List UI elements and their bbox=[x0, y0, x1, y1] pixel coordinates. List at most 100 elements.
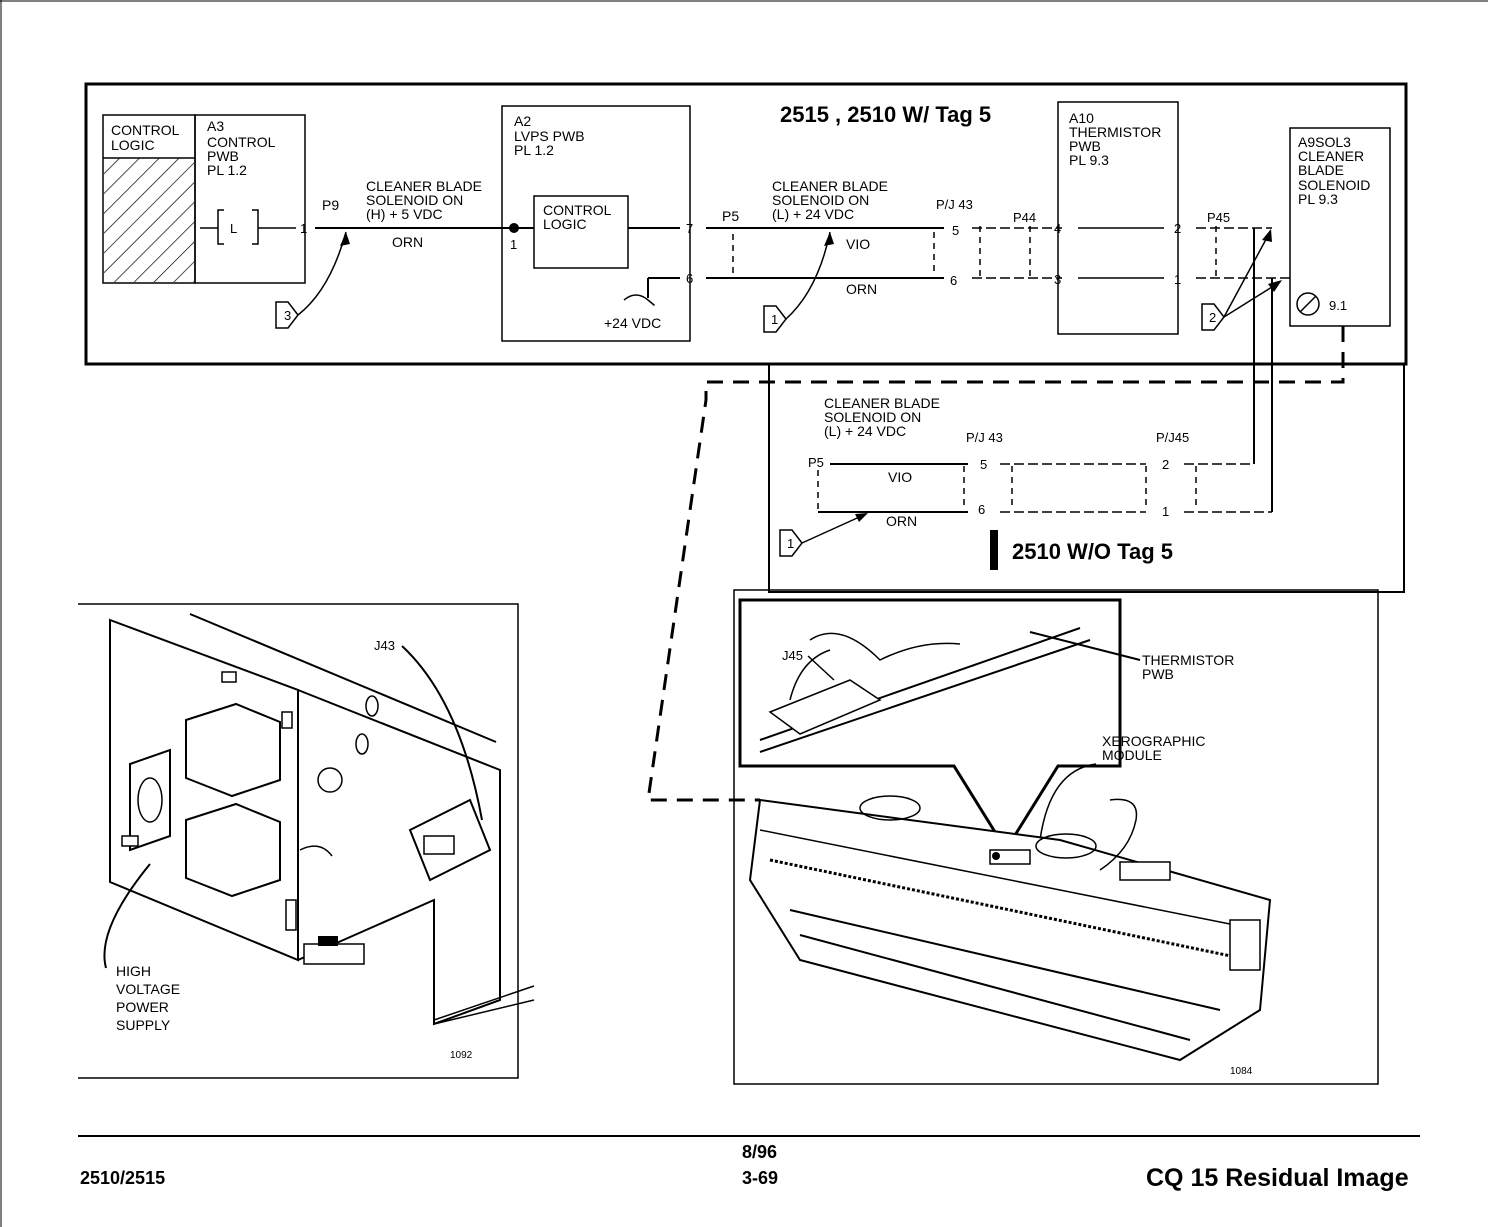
module-bracket bbox=[1119, 861, 1171, 881]
module-label-2: MODULE bbox=[1102, 747, 1162, 763]
a2-pin-7: 7 bbox=[686, 221, 693, 236]
a10-label-2: THERMISTOR bbox=[1069, 124, 1161, 140]
callout-3-arrowhead bbox=[340, 232, 350, 246]
callout-1-leader-lower bbox=[801, 513, 867, 544]
inset-rail-2 bbox=[759, 639, 1091, 753]
a9-screw-icon bbox=[1296, 292, 1320, 316]
inset-j45-connector bbox=[768, 679, 882, 735]
lower-pj45-pin-2: 2 bbox=[1162, 457, 1169, 472]
callout-1-flag-top bbox=[763, 305, 787, 333]
thermistor-label-2: PWB bbox=[1142, 666, 1174, 682]
a3-control-pwb bbox=[194, 114, 306, 284]
cable-curve bbox=[299, 845, 333, 857]
callout-2-leader-b bbox=[1223, 281, 1281, 318]
a10-label-1: A10 bbox=[1069, 110, 1094, 126]
hvps-capacitor bbox=[137, 777, 163, 823]
callout-1-arrowhead-lower bbox=[855, 513, 868, 522]
a2-control-logic-block bbox=[533, 195, 629, 269]
module-body bbox=[748, 798, 1272, 1062]
lower-title-bar bbox=[990, 530, 998, 570]
inset-wire-2 bbox=[789, 649, 831, 701]
lower-p5-label: P5 bbox=[808, 455, 824, 470]
thermistor-label-1: THERMISTOR bbox=[1142, 652, 1234, 668]
lower-signal-label-1: CLEANER BLADE bbox=[824, 395, 940, 411]
module-cable bbox=[1099, 798, 1138, 871]
a2-logic-label-1: CONTROL bbox=[543, 202, 612, 218]
control-logic-label-1: CONTROL bbox=[111, 122, 180, 138]
footer-title: CQ 15 Residual Image bbox=[1146, 1164, 1409, 1192]
p44-label: P44 bbox=[1013, 210, 1036, 225]
lower-signal-label-3: (L) + 24 VDC bbox=[824, 423, 906, 439]
xerographic-module-figure: J45 THERMISTOR PWB XEROGRAPHIC MODULE 10… bbox=[733, 589, 1379, 1085]
callout-2-leader-a bbox=[1223, 231, 1271, 318]
a2-24v-source-symbol bbox=[623, 294, 655, 306]
right-figure-border bbox=[733, 589, 1379, 1085]
left-figure-border bbox=[78, 603, 519, 1079]
a3-label-4: PL 1.2 bbox=[207, 162, 247, 178]
h-signal-label-1: CLEANER BLADE bbox=[366, 178, 482, 194]
pj43-pin-5: 5 bbox=[952, 223, 959, 238]
hvps-module-block bbox=[129, 748, 171, 852]
lower-pj45-label: P/J45 bbox=[1156, 430, 1189, 445]
a2-pin-6: 6 bbox=[686, 271, 693, 286]
component-2 bbox=[281, 711, 293, 729]
component-4 bbox=[285, 899, 297, 931]
footer-model: 2510/2515 bbox=[80, 1168, 165, 1188]
a10-pin-2: 2 bbox=[1174, 221, 1181, 236]
inset-wire-1 bbox=[809, 632, 961, 661]
transformer-upper bbox=[185, 702, 281, 798]
a3-label-3: PWB bbox=[207, 148, 239, 164]
l-wire-vio-color: VIO bbox=[846, 236, 870, 252]
module-edge-3 bbox=[799, 934, 1191, 1041]
top-wiring-panel: 2515 , 2510 W/ Tag 5 CONTROL LOGIC A3 CO… bbox=[84, 82, 1408, 512]
lower-pj43-pin-5: 5 bbox=[980, 457, 987, 472]
hvps-label-2: VOLTAGE bbox=[116, 981, 180, 997]
connector-block bbox=[303, 943, 365, 965]
j45-label: J45 bbox=[782, 648, 803, 663]
chassis-edge-2 bbox=[433, 999, 535, 1025]
a9-ref-number: 9.1 bbox=[1329, 298, 1347, 313]
latch-bracket-right bbox=[252, 209, 259, 245]
p9-label: P9 bbox=[322, 197, 339, 213]
j43-connector bbox=[423, 835, 455, 855]
callout-3: 3 bbox=[284, 308, 291, 323]
a2-label-1: A2 bbox=[514, 113, 531, 129]
component-1 bbox=[221, 671, 237, 683]
location-dashed-leader bbox=[646, 326, 1345, 802]
module-edge-2 bbox=[789, 909, 1221, 1011]
callout-1-top: 1 bbox=[771, 312, 778, 327]
callout-2-arrowhead-a bbox=[1262, 229, 1272, 242]
right-figure-number: 1084 bbox=[1230, 1066, 1253, 1077]
hvps-label-3: POWER bbox=[116, 999, 169, 1015]
a3-label-2: CONTROL bbox=[207, 134, 276, 150]
a9-label-4: SOLENOID bbox=[1298, 177, 1370, 193]
top-panel-border bbox=[84, 82, 1408, 366]
mount-hole bbox=[317, 767, 343, 793]
lower-wire-vio-color: VIO bbox=[888, 469, 912, 485]
latch-symbol: L bbox=[230, 221, 237, 236]
callout-2: 2 bbox=[1209, 310, 1216, 325]
module-thermistor-node bbox=[992, 852, 1000, 860]
module-brush-strip bbox=[769, 858, 1251, 962]
a3-pin-1: 1 bbox=[300, 221, 307, 236]
j43-leader bbox=[401, 645, 483, 821]
a10-thermistor-pwb bbox=[1057, 101, 1179, 335]
lower-pj43-pin-6: 6 bbox=[978, 502, 985, 517]
footer-date: 8/96 bbox=[742, 1142, 777, 1162]
slot-1 bbox=[365, 695, 379, 717]
lower-pj43-label: P/J 43 bbox=[966, 430, 1003, 445]
module-fan-2 bbox=[1035, 833, 1097, 859]
a2-pin-1: 1 bbox=[510, 237, 517, 252]
chassis-edge-1 bbox=[433, 985, 535, 1021]
j45-leader bbox=[807, 655, 835, 681]
hvps-location-figure: J43 HIGH VOLTAGE POWER SUPPLY 1092 bbox=[78, 603, 535, 1079]
callout-3-flag bbox=[275, 301, 299, 329]
lower-panel-border bbox=[768, 364, 1405, 593]
lower-pj45-pin-1: 1 bbox=[1162, 504, 1169, 519]
thermistor-leader bbox=[1029, 631, 1141, 661]
a2-label-3: PL 1.2 bbox=[514, 142, 554, 158]
l-signal-label-3: (L) + 24 VDC bbox=[772, 206, 854, 222]
control-logic-hatch bbox=[104, 158, 194, 282]
a2-lvps-pwb bbox=[501, 105, 691, 342]
